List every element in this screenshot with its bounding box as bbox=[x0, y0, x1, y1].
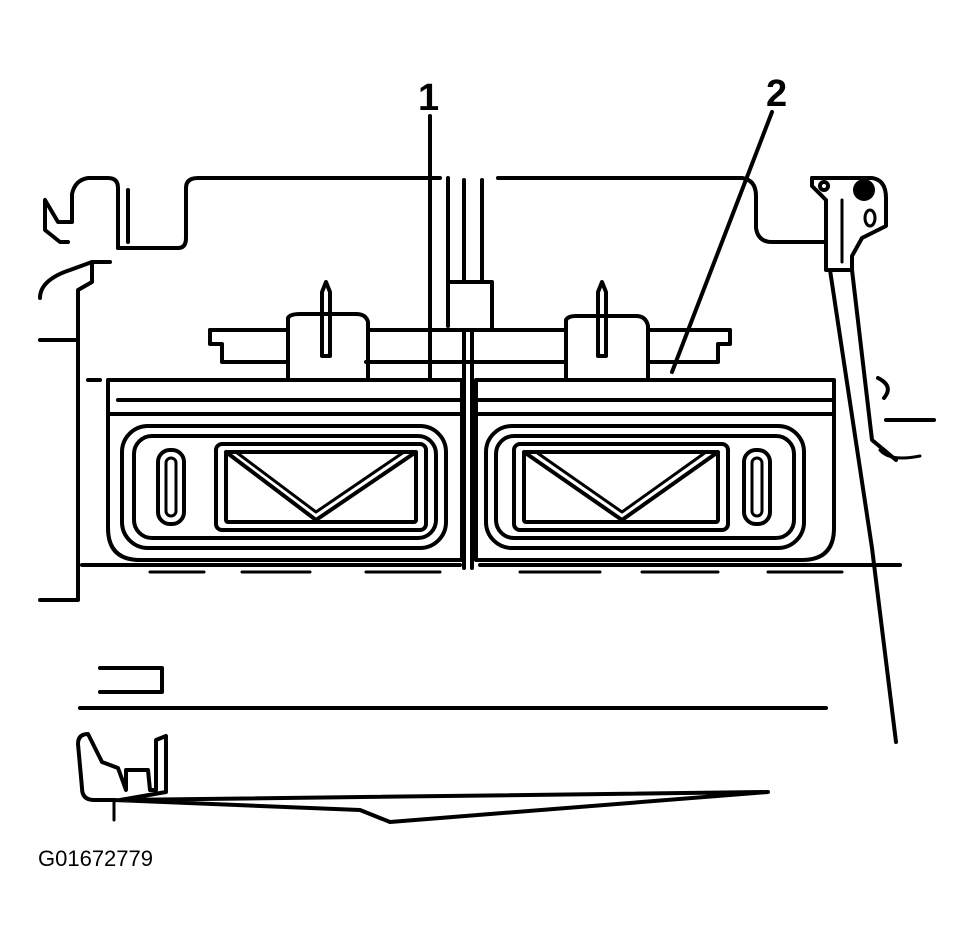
right-vent-louver-frame bbox=[512, 442, 730, 532]
left-vent-louver-frame bbox=[214, 442, 428, 532]
left-vent-bezel bbox=[120, 424, 448, 550]
right-vent-bezel bbox=[484, 424, 806, 550]
left-vent-thumbwheel bbox=[156, 448, 186, 526]
vent-divider bbox=[462, 328, 474, 570]
upper-housing-outline bbox=[38, 176, 828, 380]
callout-1-label: 1 bbox=[418, 77, 439, 119]
center-post bbox=[446, 176, 494, 330]
callout-1: 1 bbox=[418, 77, 439, 380]
right-vent-assembly bbox=[474, 378, 836, 562]
lower-panel bbox=[38, 376, 902, 710]
callout-2: 2 bbox=[670, 73, 787, 374]
bottom-trim bbox=[76, 732, 770, 824]
right-bracket bbox=[810, 176, 936, 744]
callout-2-label: 2 bbox=[766, 73, 787, 115]
screw-icon bbox=[853, 179, 875, 201]
figure-id-label: G01672779 bbox=[38, 846, 153, 871]
left-vent-assembly bbox=[106, 378, 464, 562]
right-vent-thumbwheel bbox=[742, 448, 772, 526]
mounting-bar bbox=[208, 280, 732, 380]
